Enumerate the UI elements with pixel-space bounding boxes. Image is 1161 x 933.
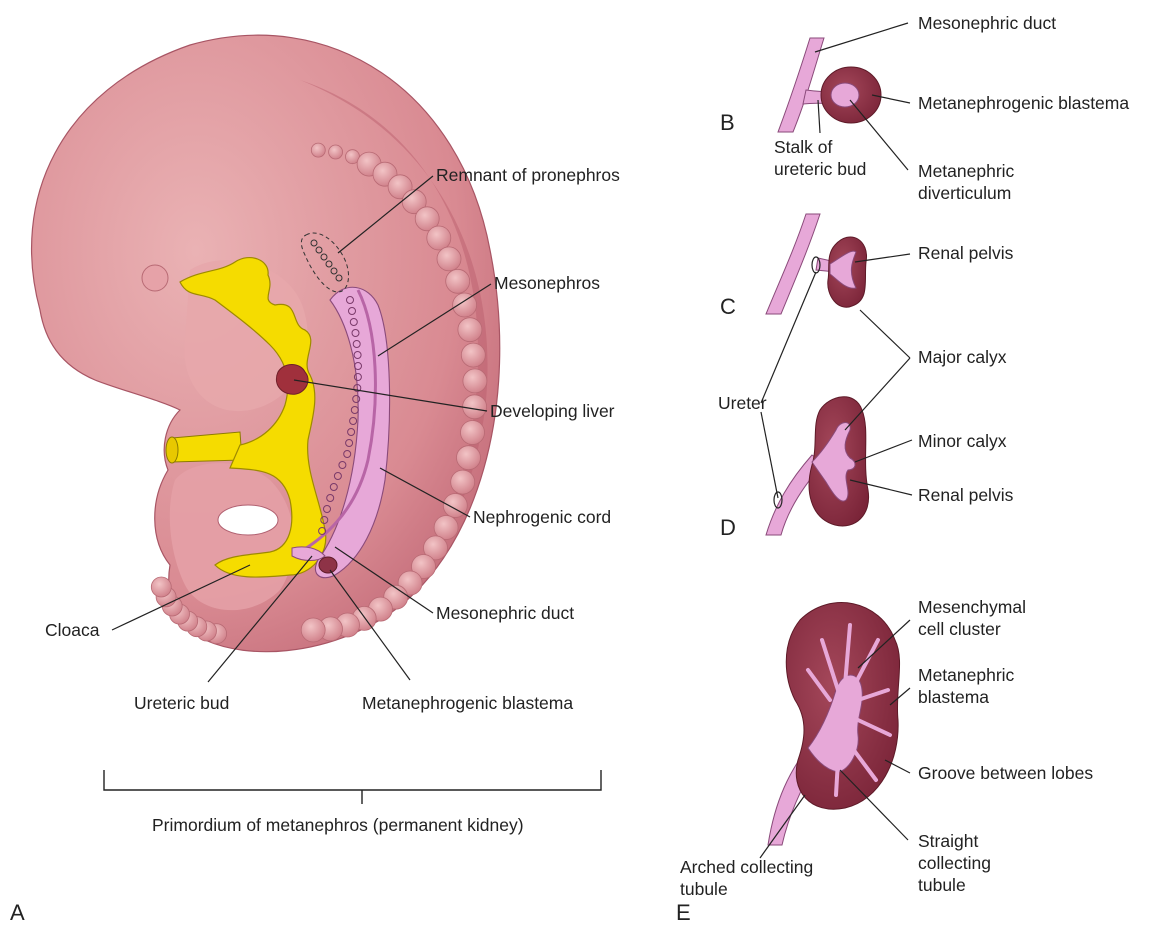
somite	[329, 145, 343, 159]
label-ureter: Ureter	[718, 392, 767, 414]
somite	[451, 470, 475, 494]
cloacal-opening	[218, 505, 278, 535]
panel-label-b: B	[720, 110, 735, 136]
label-renal-pelvis-d: Renal pelvis	[918, 484, 1013, 506]
label-straight-line2: collecting	[918, 852, 991, 874]
label-cloaca: Cloaca	[45, 619, 99, 641]
label-developing-liver: Developing liver	[490, 400, 615, 422]
somite	[446, 269, 470, 293]
somite	[453, 293, 477, 317]
label-remnant-pronephros: Remnant of pronephros	[436, 164, 620, 186]
label-minor-calyx: Minor calyx	[918, 430, 1007, 452]
somite	[427, 226, 451, 250]
panel-label-d: D	[720, 515, 736, 541]
somite	[463, 395, 487, 419]
label-arched-line2: tubule	[680, 878, 728, 900]
label-mesonephros: Mesonephros	[494, 272, 600, 294]
label-mesenchymal-line1: Mesenchymal	[918, 596, 1026, 618]
label-mesonephric-duct-b: Mesonephric duct	[918, 12, 1056, 34]
label-arched-line1: Arched collecting	[680, 856, 813, 878]
panel-label-e: E	[676, 900, 691, 926]
panel-label-c: C	[720, 294, 736, 320]
label-metanephrogenic-blastema-b: Metanephrogenic blastema	[918, 92, 1129, 114]
label-primordium: Primordium of metanephros (permanent kid…	[152, 814, 524, 836]
label-diverticulum-line2: diverticulum	[918, 182, 1011, 204]
somite	[457, 446, 481, 470]
yolk-stalk-end	[166, 437, 178, 463]
panel-e-illustration	[768, 603, 900, 845]
metanephrogenic-blastema-a	[319, 557, 337, 573]
liver-bud	[276, 365, 308, 395]
somite	[463, 369, 487, 393]
label-stalk-line2: ureteric bud	[774, 158, 866, 180]
somite	[461, 421, 485, 445]
somite	[151, 577, 171, 597]
panel-d-illustration	[766, 397, 869, 535]
label-stalk-line1: Stalk of	[774, 136, 832, 158]
label-ureteric-bud: Ureteric bud	[134, 692, 229, 714]
label-metanephrogenic-blastema-a: Metanephrogenic blastema	[362, 692, 573, 714]
label-straight-line1: Straight	[918, 830, 978, 852]
label-straight-line3: tubule	[918, 874, 966, 896]
somite	[461, 343, 485, 367]
somite	[437, 247, 461, 271]
otic-placode	[142, 265, 168, 291]
label-renal-pelvis-c: Renal pelvis	[918, 242, 1013, 264]
label-major-calyx: Major calyx	[918, 346, 1007, 368]
primordium-bracket	[104, 770, 601, 804]
label-blastema-line1: Metanephric	[918, 664, 1014, 686]
somite	[301, 618, 325, 642]
label-blastema-line2: blastema	[918, 686, 989, 708]
label-nephrogenic-cord: Nephrogenic cord	[473, 506, 611, 528]
somite	[311, 143, 325, 157]
panel-c-illustration	[766, 214, 867, 314]
label-mesonephric-duct-a: Mesonephric duct	[436, 602, 574, 624]
somite	[458, 318, 482, 342]
label-diverticulum-line1: Metanephric	[918, 160, 1014, 182]
label-groove: Groove between lobes	[918, 762, 1093, 784]
label-mesenchymal-line2: cell cluster	[918, 618, 1001, 640]
panel-label-a: A	[10, 900, 25, 926]
